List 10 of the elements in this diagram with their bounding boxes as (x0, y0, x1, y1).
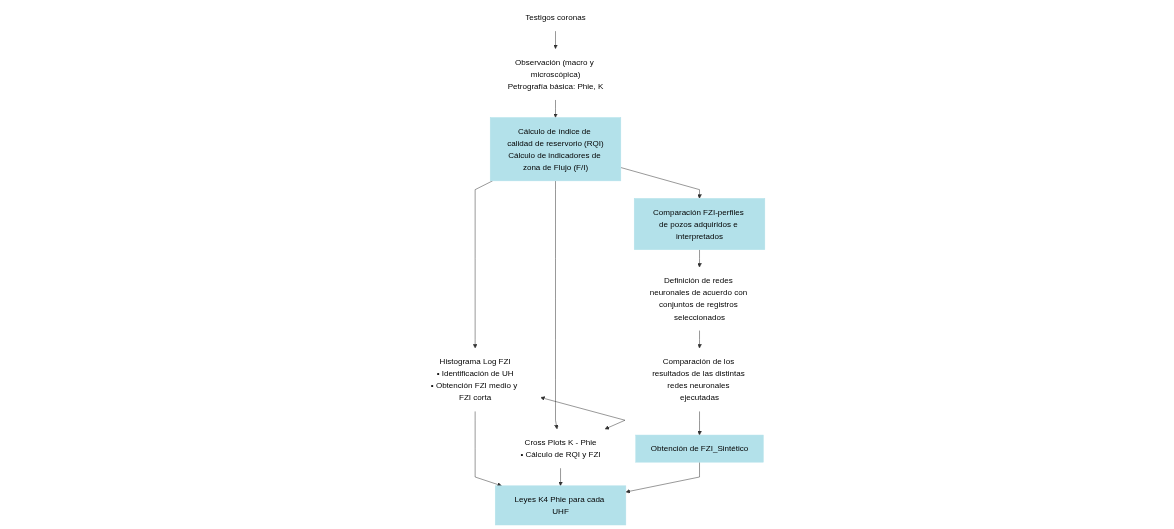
node-text: Histograma Log FZI • Identificación de UH • Obtención FZI medio y FZI corta (430, 357, 517, 402)
node-text: Observación (macro y microscópica) Petrografía básica: Phie, K (507, 57, 603, 91)
node-box: Comparación FZI-perfiles de pozos adquiridos e interpretados (633, 198, 765, 250)
node-text: Testigos coronas (525, 13, 586, 22)
node-box: Cálculo de índice de calidad de reservorio (RQI) Cálculo de indicadores de zona de Flujo (F/I) (489, 117, 621, 182)
node-text: Cross Plots K - Phie • Cálculo de RQI y FZI (520, 438, 601, 459)
node-box: Leyes K4 Phie para cada UHF (494, 485, 626, 526)
node-text: Definición de redes neuronales de acuerdo con conjuntos de registros seleccionados (649, 276, 747, 322)
node-text: Comparación de los resultados de las distintas redes neuronales ejecutadas (651, 357, 745, 402)
node-box: Obtención de FZI_Sintético (635, 434, 764, 463)
